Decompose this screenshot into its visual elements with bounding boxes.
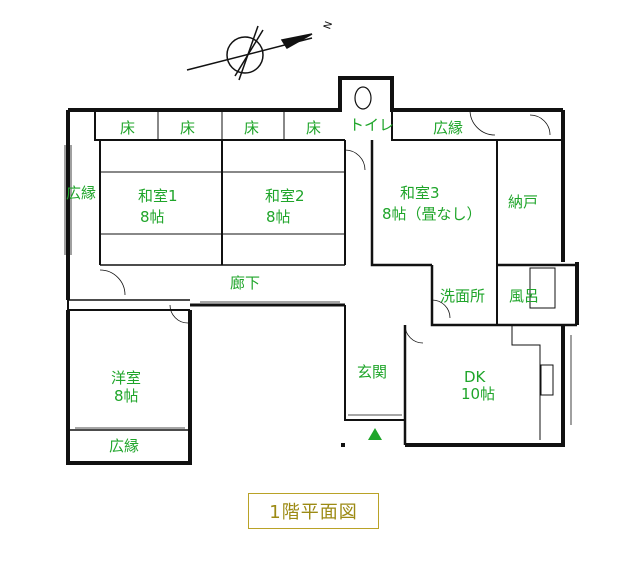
label-hiroen-west: 広縁 [66, 184, 96, 202]
label-genkan: 玄関 [357, 363, 387, 381]
entrance-post [341, 443, 345, 447]
label-toko-4: 床 [306, 119, 321, 137]
label-toilet: トイレ [349, 116, 394, 134]
entrance-marker [368, 428, 382, 440]
label-washitsu2-size: 8帖 [266, 208, 291, 226]
label-toko-1: 床 [120, 119, 135, 137]
compass-icon [186, 25, 313, 81]
plan-title: 1階平面図 [248, 493, 379, 529]
label-yoshitsu-size: 8帖 [114, 387, 139, 405]
label-washitsu1-name: 和室1 [138, 187, 178, 205]
label-senmenjo: 洗面所 [440, 287, 485, 305]
label-nando: 納戸 [508, 193, 538, 211]
label-washitsu1-size: 8帖 [140, 208, 165, 226]
label-furo: 風呂 [509, 287, 539, 305]
label-toko-2: 床 [180, 119, 195, 137]
label-rouka: 廊下 [230, 274, 260, 292]
compass-north-label: N [322, 20, 335, 31]
label-washitsu3-name: 和室3 [400, 184, 440, 202]
label-dk-size: 10帖 [461, 385, 495, 403]
label-hiroen-north: 広縁 [433, 119, 463, 137]
label-yoshitsu-name: 洋室 [111, 369, 141, 387]
label-toko-3: 床 [244, 119, 259, 137]
label-washitsu2-name: 和室2 [265, 187, 305, 205]
label-washitsu3-size: 8帖（畳なし） [382, 205, 482, 223]
label-dk-name: DK [464, 368, 487, 386]
label-hiroen-south: 広縁 [109, 437, 139, 455]
